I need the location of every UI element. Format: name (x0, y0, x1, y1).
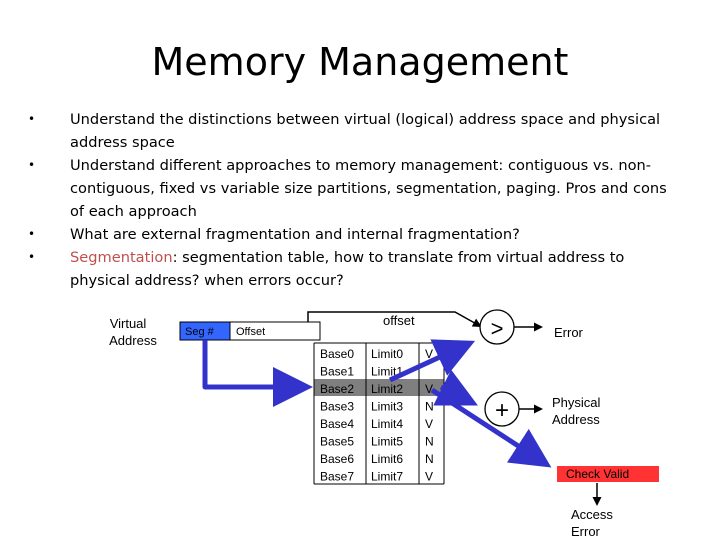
bullet-dot-icon: • (28, 250, 36, 264)
access-error-label: Error (571, 524, 601, 539)
base-cell: Base6 (320, 452, 354, 466)
base-cell: Base2 (320, 382, 354, 396)
adder-symbol: + (495, 397, 509, 424)
bullet-item: • Understand the distinctions between vir… (28, 108, 678, 154)
base-cell: Base1 (320, 365, 354, 379)
valid-cell: N (425, 435, 434, 449)
bullet-item: • Segmentation: segmentation table, how t… (28, 246, 678, 292)
bullet-item: • Understand different approaches to memo… (28, 154, 678, 223)
offset-line (307, 311, 482, 327)
valid-cell: V (425, 470, 433, 484)
offset-box-label: Offset (236, 326, 265, 338)
limit-cell: Limit4 (371, 417, 403, 431)
seg-number-label: Seg # (185, 326, 215, 338)
comparator-symbol: > (491, 316, 504, 341)
limit-arrow (388, 339, 476, 383)
bullet-text: What are external fragmentation and inte… (70, 226, 520, 243)
valid-cell: V (425, 417, 433, 431)
limit-cell: Limit7 (371, 470, 403, 484)
valid-cell: N (425, 400, 434, 414)
bullet-dot-icon: • (28, 112, 36, 126)
physical-address-label: Address (552, 412, 600, 427)
virtual-address-label: Virtual (110, 316, 147, 331)
limit-cell: Limit0 (371, 347, 403, 361)
valid-cell: N (425, 452, 434, 466)
valid-cell: V (425, 347, 433, 361)
bullet-item: • What are external fragmentation and int… (28, 223, 678, 246)
bullet-text: : segmentation table, how to translate f… (70, 249, 625, 289)
seg-index-arrow (202, 340, 313, 407)
highlight-row (314, 379, 444, 396)
bullet-highlight: Segmentation (70, 249, 173, 266)
bullet-dot-icon: • (28, 158, 36, 172)
check-valid-box (557, 466, 659, 482)
base-cell: Base0 (320, 347, 354, 361)
physical-address-label: Physical (552, 395, 601, 410)
bullet-list: • Understand the distinctions between vir… (28, 108, 678, 292)
limit-cell: Limit6 (371, 452, 403, 466)
bullet-dot-icon: • (28, 227, 36, 241)
base-cell: Base3 (320, 400, 354, 414)
valid-arrow (430, 387, 552, 468)
limit-cell: Limit2 (371, 382, 403, 396)
slide-title: Memory Management (151, 40, 569, 84)
virtual-address-label: Address (109, 333, 157, 348)
base-cell: Base4 (320, 417, 354, 431)
base-cell: Base5 (320, 435, 354, 449)
bullet-text: Understand different approaches to memor… (70, 157, 667, 220)
valid-cell: V (425, 382, 433, 396)
offset-label: offset (383, 313, 415, 328)
base-cell: Base7 (320, 470, 354, 484)
limit-cell: Limit5 (371, 435, 403, 449)
limit-cell: Limit3 (371, 400, 403, 414)
offset-box (229, 321, 321, 341)
check-valid-label: Check Valid (566, 467, 629, 481)
bullet-text: Understand the distinctions between virt… (70, 111, 661, 151)
base-arrow (433, 369, 478, 406)
error-label: Error (554, 325, 584, 340)
access-error-label: Access (571, 507, 613, 522)
